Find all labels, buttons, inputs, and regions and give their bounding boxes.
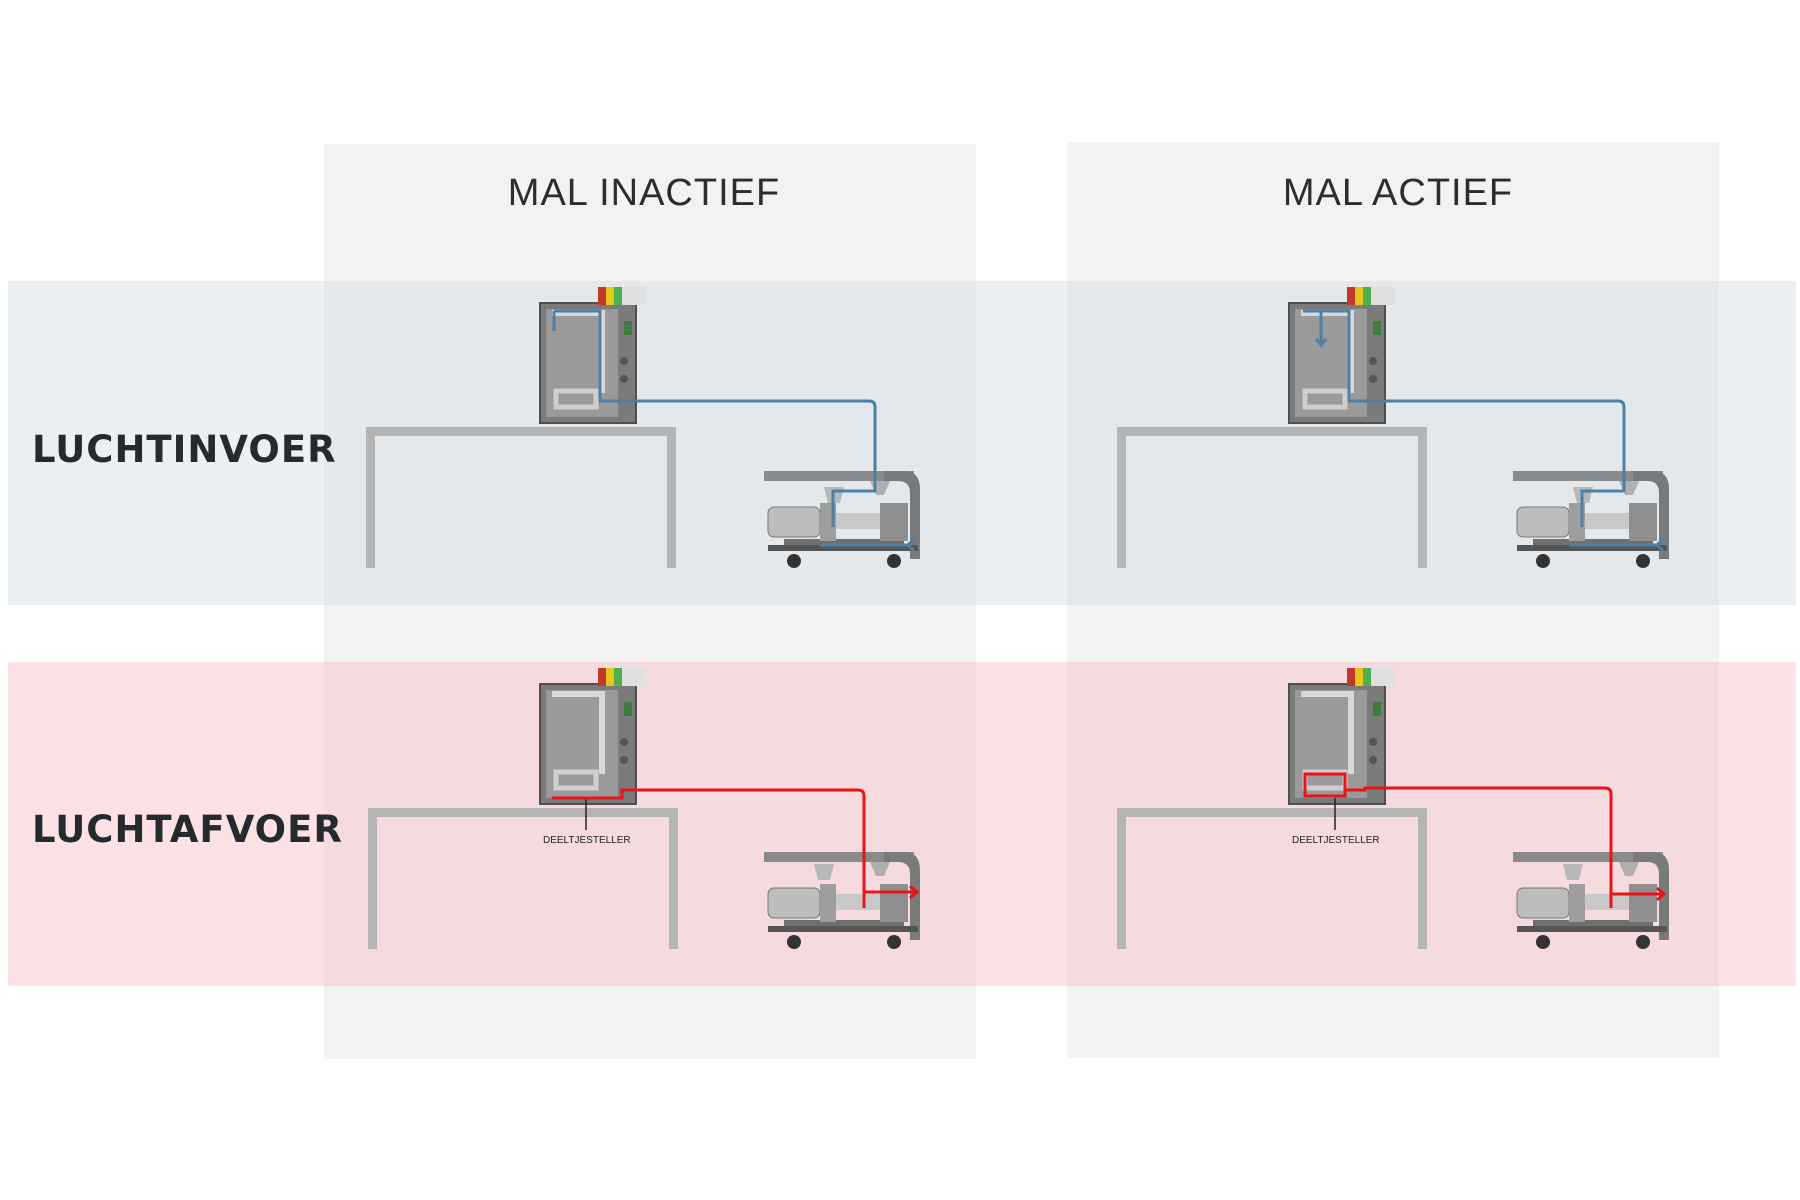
extruder-machine — [1513, 852, 1669, 949]
airflow-line — [1303, 772, 1667, 908]
table — [368, 808, 678, 949]
row-title-luchtafvoer: LUCHTAFVOER — [32, 808, 343, 851]
airflow-line — [552, 788, 920, 908]
extruder-machine — [1513, 471, 1669, 568]
dryer-unit — [1288, 287, 1395, 424]
extruder-machine — [764, 852, 920, 949]
row-title-luchtinvoer: LUCHTINVOER — [32, 428, 337, 471]
column-title-active: MAL ACTIEF — [1282, 172, 1514, 214]
particle-counter-label-active: DEELTJESTELLER — [1292, 835, 1380, 846]
scene-inactive-exhaust — [324, 662, 976, 986]
table — [1117, 427, 1427, 568]
dryer-unit — [539, 668, 646, 830]
dryer-unit — [1288, 668, 1395, 830]
airflow-line — [552, 309, 916, 553]
scene-inactive-intake — [324, 281, 976, 605]
table — [366, 427, 676, 568]
scene-active-exhaust — [1067, 662, 1719, 986]
column-title-inactive: MAL INACTIEF — [507, 172, 781, 214]
particle-counter-label-inactive: DEELTJESTELLER — [543, 835, 631, 846]
airflow-line — [1303, 309, 1665, 553]
scene-active-intake — [1067, 281, 1719, 605]
table — [1117, 808, 1427, 949]
dryer-unit — [539, 287, 646, 424]
extruder-machine — [764, 471, 920, 568]
